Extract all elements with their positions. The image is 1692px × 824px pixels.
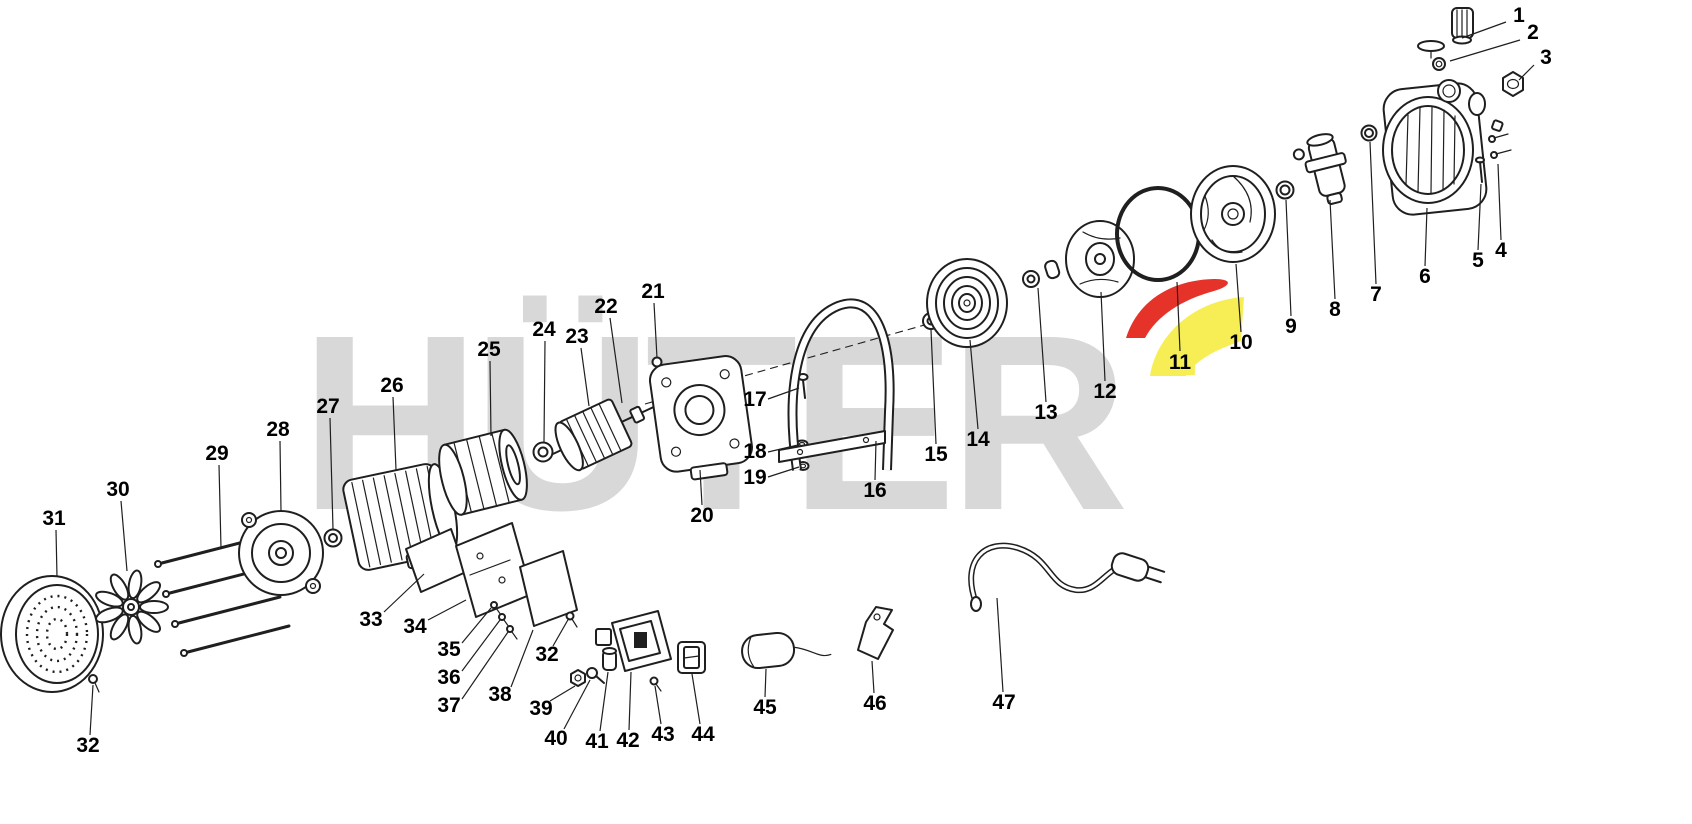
leader-3: [1518, 64, 1535, 81]
leader-16: [874, 440, 877, 481]
leader-13: [1037, 287, 1047, 403]
part-47-power-cord: [968, 542, 1166, 612]
leader-6: [1424, 207, 1428, 267]
part-23-rotor-shaft: [551, 392, 677, 472]
part-11-o-ring: [1115, 186, 1201, 282]
leader-10: [1235, 263, 1242, 333]
leader-32-a: [89, 684, 94, 736]
part-16-handle: [778, 298, 895, 471]
leader-7: [1369, 141, 1377, 285]
part-32-screw-mid: [565, 611, 578, 628]
leader-41: [599, 671, 609, 732]
part-43-screw: [649, 676, 662, 692]
part-24-bearing: [532, 441, 554, 463]
leader-32-b: [552, 617, 570, 647]
leader-22: [609, 317, 623, 404]
part-27-washer: [323, 528, 343, 548]
leader-lines-layer: [55, 21, 1535, 736]
part-46-clamp: [857, 606, 894, 660]
part-37-screw: [506, 625, 518, 640]
leader-33: [383, 573, 425, 613]
logo-swoosh-red: [1126, 279, 1228, 338]
leader-47: [996, 597, 1004, 693]
part-42-pressure-switch: [595, 610, 672, 672]
part-45-capacitor: [741, 631, 832, 670]
part-13-nut-bushing: [1022, 259, 1061, 288]
leader-25: [489, 360, 492, 437]
leader-4: [1497, 163, 1502, 241]
leader-20: [699, 469, 703, 506]
leader-18: [767, 444, 799, 453]
part-7-o-ring: [1360, 124, 1378, 142]
part-14-seal-assembly: [926, 258, 1008, 348]
leader-17: [767, 387, 800, 400]
leader-24: [543, 340, 546, 443]
leader-19: [767, 466, 800, 478]
part-8-ejector: [1292, 133, 1347, 205]
leader-14: [969, 339, 979, 430]
leader-28: [279, 440, 282, 512]
leader-27: [329, 417, 334, 530]
leader-29: [218, 464, 222, 549]
leader-2: [1449, 39, 1521, 62]
leader-42: [628, 671, 632, 731]
leader-12: [1100, 291, 1106, 382]
part-20-pump-bracket: [648, 355, 753, 481]
part-1-hose-fitting: [1451, 7, 1474, 45]
leader-31: [55, 529, 58, 578]
leader-36: [461, 619, 501, 672]
leader-38: [510, 629, 534, 688]
part-4-screws: [1488, 119, 1512, 159]
part-6-pump-housing: [1382, 79, 1488, 216]
part-3-hex-plug: [1502, 71, 1524, 97]
leader-39: [549, 685, 576, 702]
leader-11: [1176, 281, 1181, 352]
part-22-shaft-end: [629, 405, 645, 424]
part-36-screw: [498, 613, 510, 628]
leader-40: [563, 679, 591, 730]
leader-44: [691, 673, 701, 725]
part-31-fan-cover: [0, 575, 104, 693]
part-41-cable-gland: [602, 647, 617, 671]
part-44-rocker-switch: [677, 641, 706, 674]
leader-37: [461, 631, 509, 700]
leader-43: [654, 685, 662, 725]
leader-5: [1477, 183, 1482, 251]
leader-46: [871, 660, 875, 694]
part-28-motor-end-bracket: [238, 510, 324, 596]
leader-34: [427, 599, 467, 621]
leader-1: [1461, 21, 1507, 39]
part-39-nut: [570, 669, 586, 687]
leader-23: [580, 347, 590, 407]
leader-30: [120, 500, 128, 572]
leader-21: [653, 302, 658, 359]
leader-9: [1285, 199, 1292, 317]
part-5-screw: [1475, 156, 1485, 183]
part-38-plate: [519, 550, 578, 627]
leader-35: [461, 607, 492, 644]
part-40-bolt: [586, 667, 605, 684]
part-10-diffuser: [1190, 165, 1276, 263]
leader-45: [764, 668, 767, 698]
leader-15: [930, 329, 937, 445]
part-30-fan: [95, 569, 169, 645]
leader-26: [392, 396, 397, 471]
power-plug: [1110, 552, 1166, 584]
part-2-washer-set: [1417, 40, 1446, 71]
part-9-o-ring: [1275, 180, 1295, 200]
leader-8: [1329, 199, 1336, 300]
part-32-screw-left: [88, 674, 100, 693]
brand-logo: [1126, 279, 1244, 376]
part-25-stator-core: [438, 428, 528, 516]
